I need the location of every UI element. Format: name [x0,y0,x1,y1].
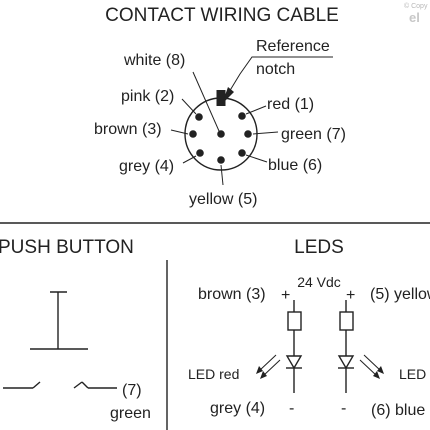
right-top-wire-label: (5) yellow [370,286,430,303]
pin-label-yellow: yellow (5) [189,191,257,208]
pin-1-dot [238,112,246,120]
push-button-terminal-label: (7) [122,382,142,399]
push-button-contact-right-tip [73,381,83,389]
right-led-emission-ray-2 [363,354,382,372]
pin-5-leader [220,164,224,186]
pin-3-leader [170,129,189,135]
left-led-diode [285,355,303,370]
plus-left-sign: + [281,287,290,304]
notch-label: notch [256,61,295,78]
watermark-logo: el [409,10,420,25]
leds-title: LEDS [294,237,344,258]
plus-right-sign: + [346,287,355,304]
left-top-wire-label: brown (3) [198,286,266,303]
right-led-ray-arrow-1 [373,371,380,379]
pin-7-leader [252,131,279,135]
pin-8-dot [217,130,225,138]
right-led-label: LED [399,366,426,382]
minus-right-sign: - [341,400,346,417]
left-led-emission-ray-2 [258,354,277,372]
pin-8-leader [192,71,220,132]
watermark-text: © Copy [404,2,428,10]
pin-4-dot [196,149,204,157]
push-button-contact-right-bend [81,381,89,389]
left-bottom-wire-label: grey (4) [210,400,265,417]
supply-voltage-label: 24 Vdc [297,274,341,290]
pin-2-leader [181,98,197,115]
reference-label: Reference [256,38,330,55]
push-button-wire-label: green [110,405,151,422]
push-button-title: PUSH BUTTON [0,237,134,258]
pin-6-leader [245,154,268,163]
pin-label-grey: grey (4) [119,158,174,175]
pin-1-leader [245,105,267,115]
pin-4-leader [182,155,197,164]
reference-notch [216,90,226,106]
pin-label-pink: pink (2) [121,88,174,105]
reference-notch-leader [225,56,333,98]
left-led-label: LED red [188,366,239,382]
left-resistor [287,311,302,331]
right-led-diode [337,355,355,370]
right-resistor [339,311,354,331]
pin-label-red: red (1) [267,96,314,113]
right-bottom-wire-label: (6) blue [371,402,425,419]
contact-wiring-title: CONTACT WIRING CABLE [105,5,339,26]
pin-label-green: green (7) [281,126,346,143]
left-led-ray-arrow-1 [260,371,267,379]
right-led-ray-arrow-2 [377,366,384,374]
pin-label-blue: blue (6) [268,157,322,174]
pin-label-brown: brown (3) [94,121,162,138]
left-led-emission-ray-1 [262,359,281,377]
reference-arrow-head [222,87,234,104]
pin-5-dot [217,156,225,164]
pin-3-dot [189,130,197,138]
minus-left-sign: - [289,400,294,417]
push-button-contact-left-tip [32,381,41,389]
pin-6-dot [238,149,246,157]
left-led-ray-arrow-2 [256,366,263,374]
right-led-emission-ray-1 [359,359,378,377]
pin-2-dot [195,113,203,121]
pin-7-dot [244,130,252,138]
pin-label-white: white (8) [123,52,185,69]
